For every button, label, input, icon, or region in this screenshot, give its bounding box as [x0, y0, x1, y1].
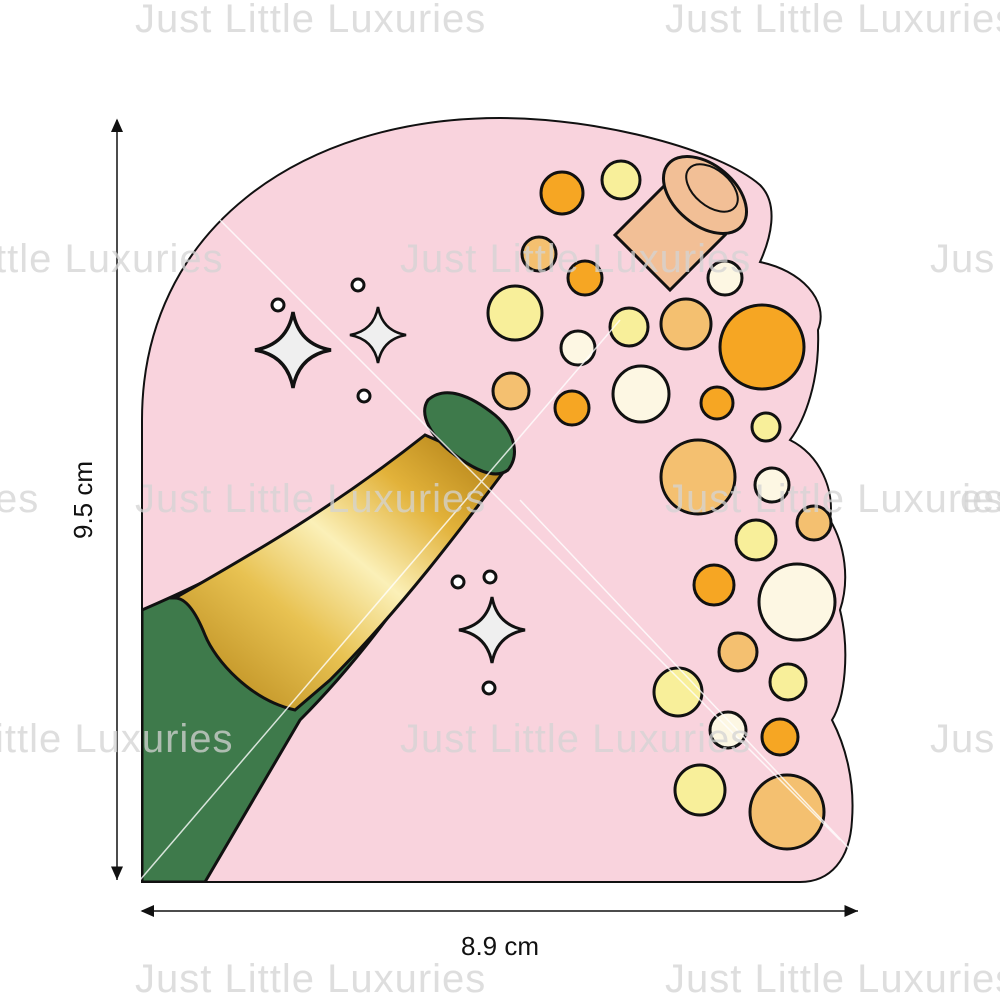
- bubble-icon: [750, 411, 782, 443]
- height-dimension: 9.5 cm: [68, 118, 123, 880]
- bubble-icon: [652, 666, 704, 718]
- watermark-text: ittle Luxuries: [0, 717, 234, 761]
- bubble-icon: [659, 297, 713, 351]
- width-label: 8.9 cm: [461, 931, 539, 961]
- bubble-icon: [611, 364, 671, 424]
- bubble-icon: [768, 662, 808, 702]
- bottle-foil: [169, 433, 508, 712]
- bubble-icon: [608, 306, 650, 348]
- bubble-icon: [491, 371, 531, 411]
- bubble-icon: [699, 385, 735, 421]
- bubble-icon: [708, 710, 748, 750]
- width-dimension: 8.9 cm: [140, 905, 858, 961]
- watermark-text: es: [0, 477, 39, 521]
- bubble-icon: [692, 563, 736, 607]
- watermark-text: Just Little Luxuries: [665, 957, 1000, 1000]
- watermark-text: Just Little Luxuries: [135, 957, 486, 1000]
- height-label: 9.5 cm: [68, 461, 98, 539]
- watermark-text: Jus: [930, 717, 995, 761]
- bubble-icon: [753, 466, 791, 504]
- watermark-text: Just Little Luxuries: [400, 237, 751, 281]
- bubble-icon: [553, 389, 591, 427]
- bubble-icon: [539, 170, 585, 216]
- bubble-icon: [717, 631, 759, 673]
- bubble-icon: [566, 259, 604, 297]
- bubble-icon: [748, 773, 826, 851]
- bubble-icon: [706, 259, 744, 297]
- cork-icon: [612, 155, 749, 293]
- watermark-text: Just Little Luxuries: [135, 477, 486, 521]
- bubble-icon: [757, 562, 837, 642]
- bubble-icon: [559, 329, 597, 367]
- bubble-icon: [486, 284, 544, 342]
- sparkle-dots: [270, 277, 498, 696]
- watermark-text: Just Little Luxuries: [665, 0, 1000, 41]
- watermark-text: Just Little Luxuries: [400, 717, 751, 761]
- bubble-icon: [760, 717, 800, 757]
- watermark-text: es: [960, 477, 1000, 521]
- bubble-icon: [520, 235, 558, 273]
- bubble-icon: [600, 159, 642, 201]
- bubble-icon: [659, 438, 737, 516]
- watermark-text: ttle Luxuries: [0, 237, 224, 281]
- bubble-icon: [718, 303, 806, 391]
- bottle-lip: [423, 391, 516, 476]
- watermark-text: Just Little Luxuries: [665, 477, 1000, 521]
- watermark-text: Jus: [930, 237, 995, 281]
- bubble-icon: [734, 518, 778, 562]
- watermark-lines: [139, 219, 861, 881]
- bubble-icon: [795, 504, 833, 542]
- bubble-icon: [673, 763, 727, 817]
- watermark-text: Just Little Luxuries: [135, 0, 486, 41]
- bubbles: [486, 159, 837, 851]
